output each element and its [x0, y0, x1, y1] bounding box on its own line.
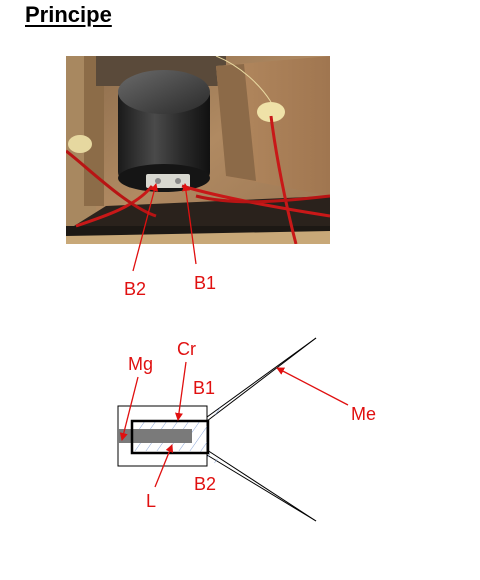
page-title: Principe — [25, 2, 112, 27]
magnet-core — [118, 429, 192, 443]
coil-frame — [130, 419, 210, 455]
label-b2: B2 — [194, 474, 217, 494]
mg-arrow — [119, 376, 139, 441]
b2-photo-arrow — [132, 183, 159, 272]
label-cr: Cr — [177, 339, 196, 359]
label-mg: Mg — [128, 354, 154, 374]
label-me: Me — [351, 404, 377, 424]
label-b1: B1 — [193, 378, 216, 398]
label-b1-photo: B1 — [194, 273, 217, 293]
speaker-photo — [66, 56, 330, 244]
label-l: L — [146, 491, 157, 511]
speaker-photo-image — [66, 56, 330, 244]
l-arrow — [154, 444, 174, 488]
label-b2-photo: B2 — [124, 279, 147, 299]
cr-arrow — [174, 361, 187, 421]
membrane-cone — [206, 337, 317, 522]
me-arrow — [276, 367, 349, 406]
b1-photo-arrow — [181, 183, 197, 265]
